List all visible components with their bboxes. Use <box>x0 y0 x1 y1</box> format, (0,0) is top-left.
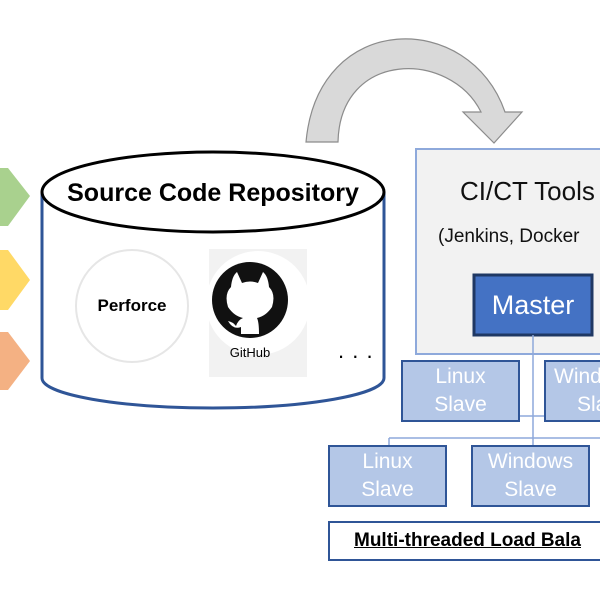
slave-line1: Linux <box>435 365 486 388</box>
slave-line2: Slave <box>361 478 414 501</box>
yellow-arrow-shape <box>0 250 30 310</box>
master-box <box>472 273 594 337</box>
perforce-circle <box>75 249 189 363</box>
github-label: GitHub <box>229 344 271 360</box>
load-balancer-bar <box>328 521 600 561</box>
slave-row2-1-label: Linux Slave <box>329 448 446 504</box>
slave-box-row2-2 <box>471 445 590 507</box>
slave-row2-2-label: Windows Slave <box>472 448 589 504</box>
slave-box-row1-2 <box>544 360 600 422</box>
slave-line1: Wind <box>554 365 600 388</box>
ci-tools-title: CI/CT Tools <box>460 176 595 206</box>
curved-arrow-shape <box>305 38 524 144</box>
slave-box-row2-1 <box>328 445 447 507</box>
slave-row1-1-label: Linux Slave <box>402 363 519 419</box>
repository-cylinder-top <box>40 150 386 234</box>
repository-more-ellipsis: . . . <box>338 338 374 363</box>
ci-tools-subtitle: (Jenkins, Docker <box>438 226 580 247</box>
github-octocat-silhouette <box>226 272 274 334</box>
slave-line2: Slave <box>504 478 557 501</box>
red-arrow-shape <box>0 332 30 390</box>
master-label: Master <box>491 289 575 320</box>
green-arrow-shape <box>0 168 30 226</box>
repository-title: Source Code Repository <box>67 178 359 207</box>
slave-line2: Sla <box>577 393 600 416</box>
slave-line1: Linux <box>362 450 413 473</box>
slave-row1-2-label: Wind Sla <box>554 363 600 419</box>
perforce-label: Perforce <box>97 296 167 315</box>
slave-box-row1-1 <box>401 360 520 422</box>
load-balancer-label: Multi-threaded Load Bala <box>354 530 581 551</box>
slave-line1: Windows <box>487 450 574 473</box>
slave-line2: Slave <box>434 393 487 416</box>
